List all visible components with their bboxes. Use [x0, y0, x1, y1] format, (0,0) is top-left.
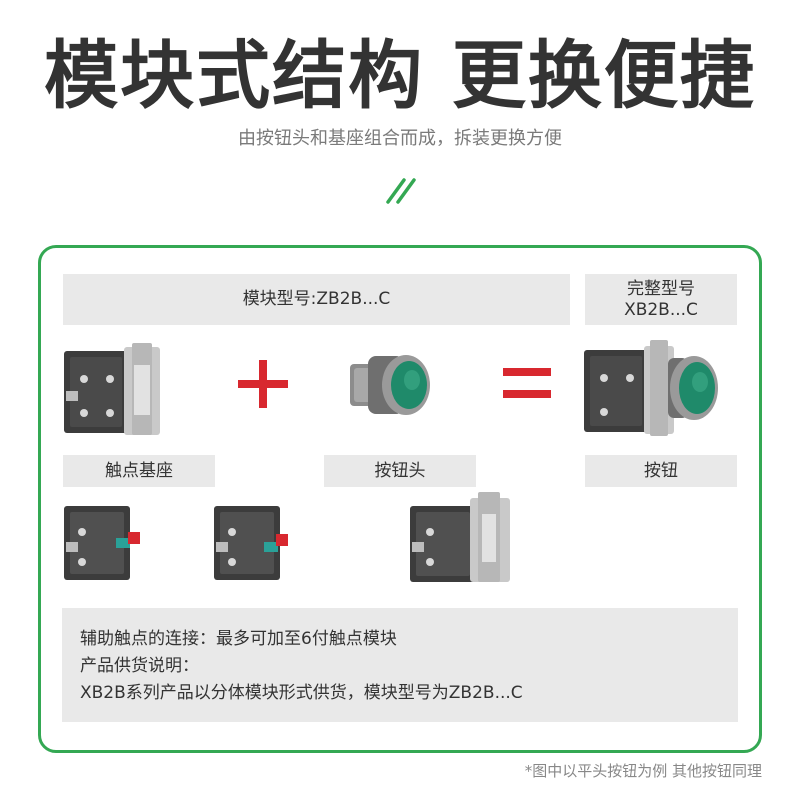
- supply-notes: 辅助触点的连接：最多可加至6付触点模块 产品供货说明： XB2B系列产品以分体模…: [62, 608, 738, 722]
- contact-base-image-2: [410, 492, 510, 582]
- button-head-image: [350, 355, 430, 415]
- note-line-2: 产品供货说明：: [80, 656, 199, 676]
- note-line-3: XB2B系列产品以分体模块形式供货，模块型号为ZB2B...C: [80, 683, 523, 703]
- contact-base-image: [64, 343, 160, 435]
- full-model-label: 完整型号 XB2B...C: [585, 274, 737, 325]
- note-line-1: 辅助触点的连接：最多可加至6付触点模块: [80, 629, 397, 649]
- button-label: 按钮: [585, 455, 737, 487]
- plus-icon: [238, 360, 288, 408]
- contact-base-label: 触点基座: [63, 455, 215, 487]
- full-model-label-line1: 完整型号: [627, 278, 695, 299]
- contact-module-image-2: [214, 506, 288, 580]
- button-head-label: 按钮头: [324, 455, 476, 487]
- page-title: 模块式结构 更换便捷: [44, 33, 756, 119]
- equals-icon: [503, 368, 551, 398]
- footnote: *图中以平头按钮为例 其他按钮同理: [524, 762, 762, 780]
- complete-button-image: [584, 340, 718, 436]
- full-model-label-line2: XB2B...C: [624, 299, 698, 320]
- double-slash-icon: [386, 178, 416, 204]
- contact-module-image-1: [64, 506, 140, 580]
- page-subtitle: 由按钮头和基座组合而成，拆装更换方便: [238, 128, 562, 149]
- module-model-label: 模块型号:ZB2B...C: [63, 274, 570, 325]
